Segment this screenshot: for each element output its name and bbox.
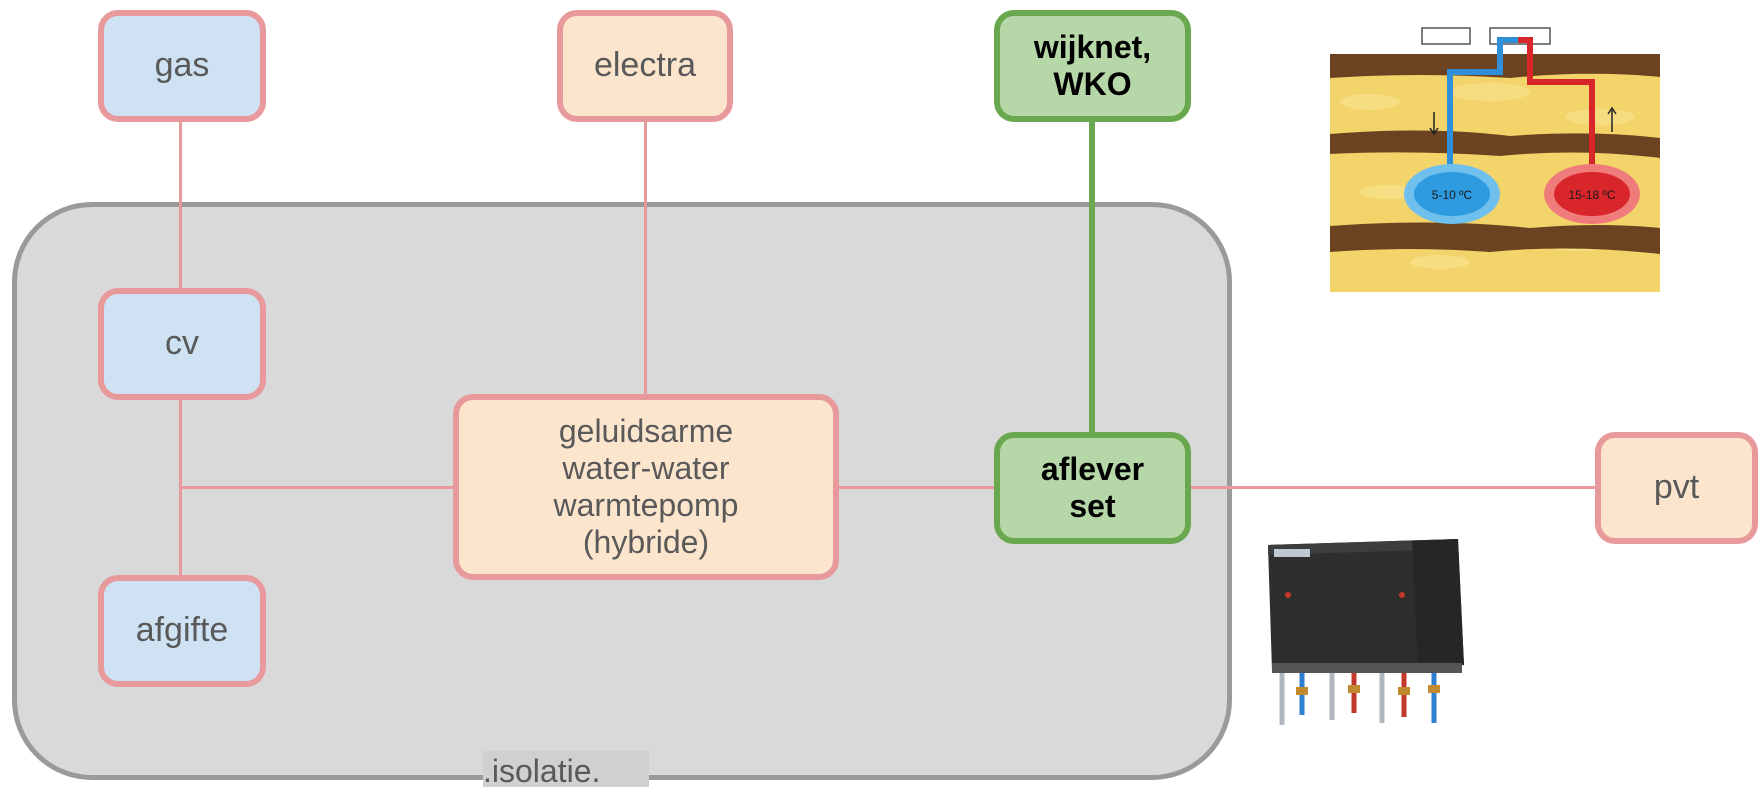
node-electra: electra — [557, 10, 733, 122]
node-heatpump: geluidsarme water-water warmtepomp (hybr… — [453, 394, 839, 580]
node-afleverset: aflever set — [994, 432, 1191, 544]
node-afgifte-label: afgifte — [135, 611, 229, 650]
connector-heatpump-afleverset — [837, 486, 997, 489]
node-wijknet-wko-label: wijknet, WKO — [1033, 29, 1152, 102]
connector-gas-cv — [179, 120, 182, 290]
wko-cold-label: 5-10 ºC — [1432, 188, 1473, 202]
connector-cv-heatpump — [181, 486, 455, 489]
node-pvt-label: pvt — [1653, 468, 1700, 507]
node-cv-label: cv — [165, 324, 199, 363]
node-heatpump-label: geluidsarme water-water warmtepomp (hybr… — [553, 413, 739, 560]
connector-afleverset-pvt — [1189, 486, 1599, 489]
wko-ground-illustration: 5-10 ºC 15-18 ºC — [1330, 22, 1660, 292]
node-wijknet-wko: wijknet, WKO — [994, 10, 1191, 122]
node-afgifte: afgifte — [98, 575, 266, 687]
connector-wijknet-afleverset — [1089, 118, 1095, 438]
node-electra-label: electra — [593, 46, 697, 85]
node-gas: gas — [98, 10, 266, 122]
connector-electra-heatpump — [644, 120, 647, 397]
isolation-label: .isolatie. — [483, 751, 649, 789]
node-cv: cv — [98, 288, 266, 400]
wko-warm-label: 15-18 ºC — [1568, 188, 1615, 202]
node-afleverset-label: aflever set — [1040, 451, 1145, 524]
node-pvt: pvt — [1595, 432, 1758, 544]
afleverset-unit-photo — [1262, 535, 1467, 730]
node-gas-label: gas — [154, 46, 210, 85]
connector-cv-afgifte — [179, 396, 182, 578]
